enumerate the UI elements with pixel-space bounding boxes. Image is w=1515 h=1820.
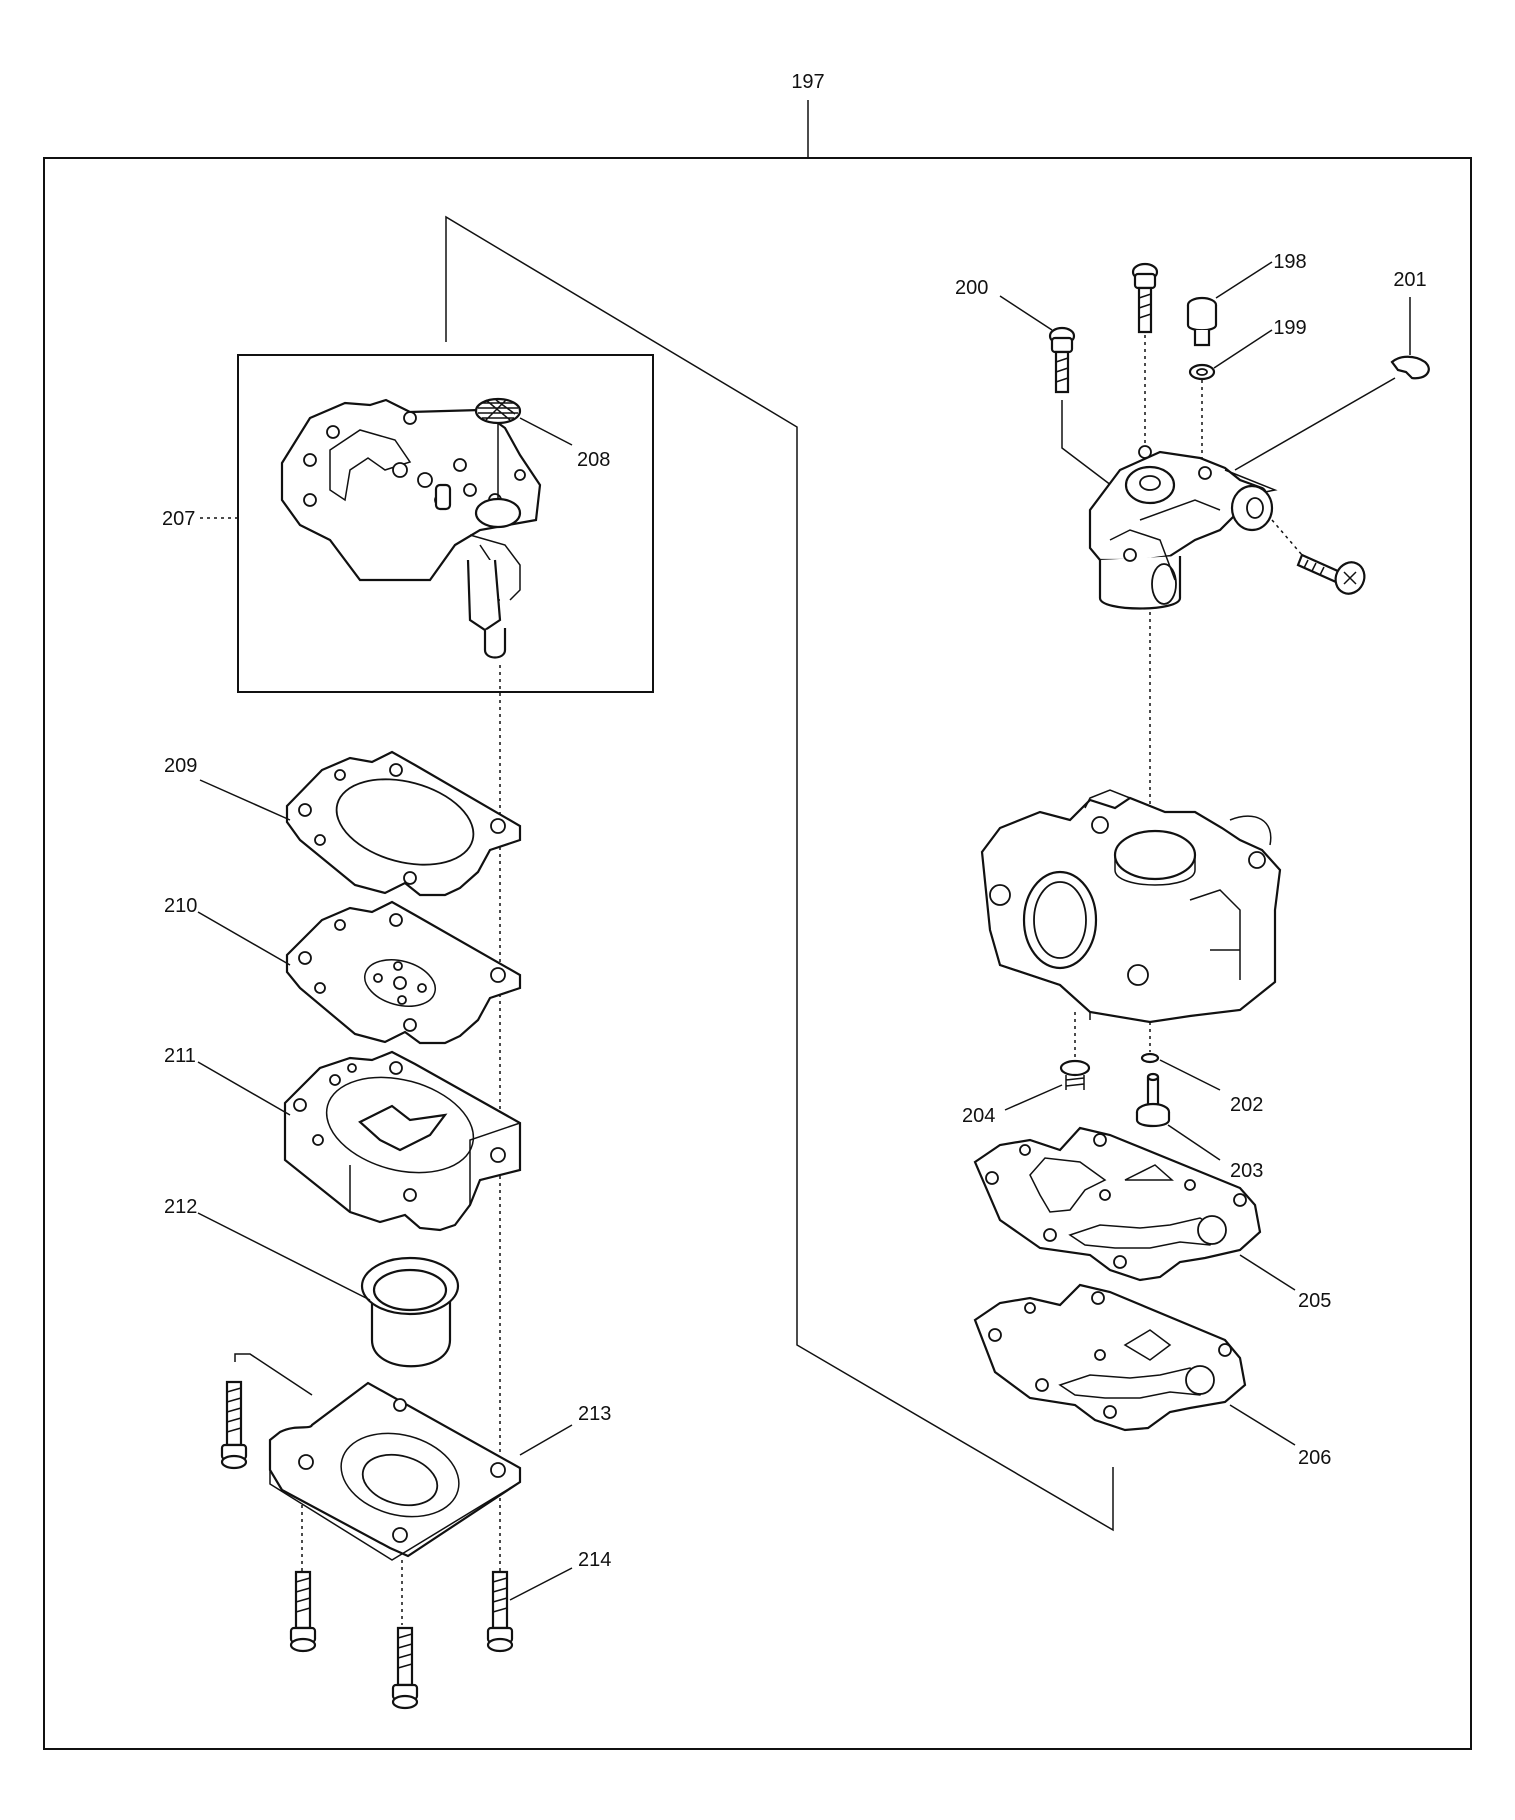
callout-204: 204 (962, 1105, 995, 1127)
callout-202: 202 (1230, 1094, 1263, 1116)
screw-214-b (289, 1570, 317, 1653)
leader-205 (1239, 1254, 1296, 1291)
check-valve-204 (1059, 1059, 1091, 1090)
gasket-206 (973, 1283, 1247, 1432)
callout-203: 203 (1230, 1160, 1263, 1182)
callout-198: 198 (1273, 251, 1306, 273)
leader-206 (1229, 1404, 1296, 1446)
callout-200: 200 (955, 277, 988, 299)
primer-bulb-212 (360, 1256, 460, 1368)
pump-cover-207 (280, 398, 542, 659)
leader-213 (519, 1424, 573, 1456)
leader-203 (1167, 1124, 1221, 1161)
clip-axis (1234, 377, 1396, 471)
callout-208: 208 (577, 449, 610, 471)
leader-200 (999, 295, 1053, 331)
screw-side (1296, 553, 1366, 595)
leader-204 (1004, 1084, 1063, 1111)
screw-214-a (220, 1380, 248, 1470)
callout-207: 207 (162, 508, 195, 530)
callout-210: 210 (164, 895, 197, 917)
screw-200 (1048, 326, 1076, 394)
filter-screen-208 (474, 397, 522, 425)
group-bracket (445, 215, 1114, 1532)
assembly-frame (43, 157, 1472, 1750)
leader-214 (509, 1567, 573, 1601)
leader-212 (197, 1212, 371, 1301)
gasket-209 (285, 750, 522, 897)
callout-205: 205 (1298, 1290, 1331, 1312)
needle-203 (1135, 1072, 1171, 1128)
callout-211: 211 (164, 1045, 196, 1067)
callout-206: 206 (1298, 1447, 1331, 1469)
side-screw-axis (1271, 519, 1303, 556)
callout-197: 197 (791, 71, 824, 93)
callout-212: 212 (164, 1196, 197, 1218)
leader-199 (1213, 329, 1273, 369)
callout-213: 213 (578, 1403, 611, 1425)
o-ring-202 (1140, 1052, 1160, 1064)
washer-199 (1188, 363, 1216, 381)
throttle-housing (1088, 445, 1278, 610)
screw-214-c (391, 1626, 419, 1710)
leader-198 (1215, 261, 1273, 299)
cap-198 (1186, 296, 1218, 347)
leader-209 (199, 779, 291, 821)
leader-208 (519, 417, 573, 446)
screw-214-d (486, 1570, 514, 1653)
screw-top (1131, 262, 1159, 334)
carburetor-body (980, 789, 1282, 1024)
leader-210 (197, 911, 291, 966)
gasket-205 (973, 1126, 1262, 1282)
callout-199: 199 (1273, 317, 1306, 339)
leader-202 (1159, 1059, 1221, 1091)
leader-211 (197, 1061, 291, 1116)
metering-body-211 (283, 1050, 522, 1232)
diaphragm-210 (285, 900, 522, 1045)
screw-group-bracket (234, 1353, 313, 1396)
e-clip-201 (1390, 355, 1430, 380)
callout-201: 201 (1393, 269, 1426, 291)
callout-209: 209 (164, 755, 197, 777)
cover-plate-213 (268, 1381, 522, 1561)
callout-214: 214 (578, 1549, 611, 1571)
part-207-box (237, 354, 654, 693)
